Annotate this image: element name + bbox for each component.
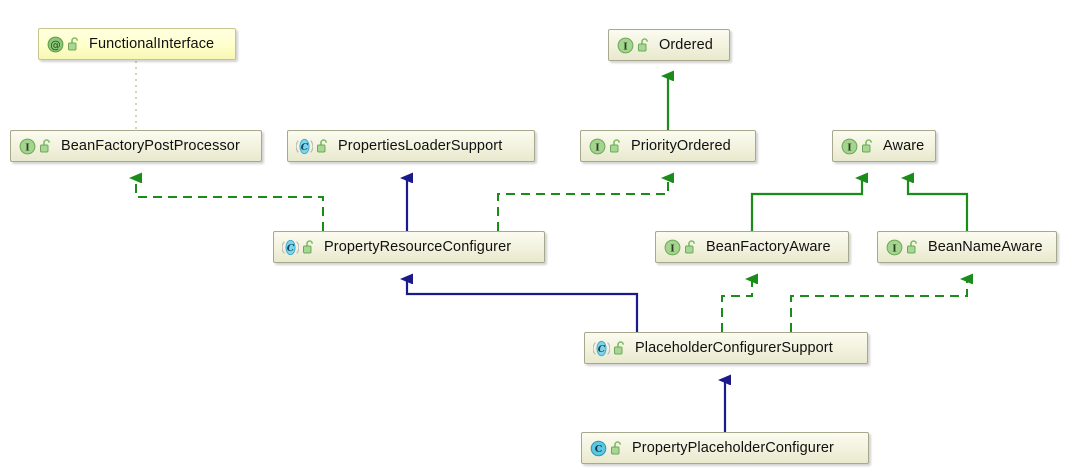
annotation-at-icon: @ [47, 36, 64, 53]
uml-node-properties-loader-support[interactable]: C PropertiesLoaderSupport [287, 130, 535, 162]
uml-node-label: Aware [883, 137, 925, 154]
interface-i-icon: I [664, 239, 681, 256]
edge-pcs-extends-prc [407, 279, 639, 332]
interface-i-icon: I [841, 138, 858, 155]
uml-node-label: Ordered [659, 36, 713, 53]
public-unlocked-icon [67, 36, 82, 52]
edge-bfa-extends-aware [750, 178, 862, 231]
public-unlocked-icon [861, 138, 876, 154]
uml-node-bean-factory-aware[interactable]: I BeanFactoryAware [655, 231, 849, 263]
edge-pcs-implements-bfa [721, 279, 752, 332]
uml-node-priority-ordered[interactable]: I PriorityOrdered [580, 130, 756, 162]
uml-node-label: FunctionalInterface [89, 35, 215, 52]
svg-text:I: I [892, 243, 897, 254]
uml-node-property-placeholder-configurer[interactable]: C PropertyPlaceholderConfigurer [581, 432, 869, 464]
edge-bna-extends-aware [908, 178, 969, 231]
uml-node-label: BeanFactoryPostProcessor [61, 137, 240, 154]
class-c-icon: C [593, 340, 610, 357]
uml-node-bean-name-aware[interactable]: I BeanNameAware [877, 231, 1057, 263]
uml-node-label: PriorityOrdered [631, 137, 731, 154]
uml-node-functional-interface[interactable]: @ FunctionalInterface [38, 28, 236, 60]
uml-node-ordered[interactable]: I Ordered [608, 29, 730, 61]
public-unlocked-icon [613, 340, 628, 356]
interface-i-icon: I [617, 37, 634, 54]
interface-i-icon: I [19, 138, 36, 155]
svg-text:C: C [598, 344, 606, 355]
class-c-icon: C [590, 440, 607, 457]
public-unlocked-icon [609, 138, 624, 154]
uml-node-label: PropertyResourceConfigurer [324, 238, 512, 255]
public-unlocked-icon [302, 239, 317, 255]
uml-node-property-resource-configurer[interactable]: C PropertyResourceConfigurer [273, 231, 545, 263]
uml-node-label: PlaceholderConfigurerSupport [635, 339, 833, 356]
uml-node-label: BeanFactoryAware [706, 238, 831, 255]
svg-text:I: I [595, 142, 600, 153]
edge-prc-implements-po [497, 178, 668, 231]
svg-text:@: @ [50, 39, 61, 51]
svg-text:C: C [287, 243, 295, 254]
public-unlocked-icon [684, 239, 699, 255]
class-c-icon: C [296, 138, 313, 155]
class-c-icon: C [282, 239, 299, 256]
uml-node-label: PropertiesLoaderSupport [338, 137, 503, 154]
uml-node-label: PropertyPlaceholderConfigurer [632, 439, 834, 456]
svg-text:I: I [670, 243, 675, 254]
edge-prc-implements-bfpp [136, 178, 324, 231]
uml-node-bean-factory-post-processor[interactable]: I BeanFactoryPostProcessor [10, 130, 262, 162]
public-unlocked-icon [906, 239, 921, 255]
interface-i-icon: I [886, 239, 903, 256]
interface-i-icon: I [589, 138, 606, 155]
uml-node-aware[interactable]: I Aware [832, 130, 936, 162]
public-unlocked-icon [637, 37, 652, 53]
svg-text:I: I [847, 142, 852, 153]
svg-text:I: I [623, 41, 628, 52]
uml-node-placeholder-configurer-support[interactable]: C PlaceholderConfigurerSupport [584, 332, 868, 364]
svg-text:I: I [25, 142, 30, 153]
svg-text:C: C [595, 444, 603, 455]
svg-text:C: C [301, 142, 309, 153]
public-unlocked-icon [610, 440, 625, 456]
public-unlocked-icon [39, 138, 54, 154]
uml-node-label: BeanNameAware [928, 238, 1043, 255]
edge-pcs-implements-bna [790, 279, 967, 332]
public-unlocked-icon [316, 138, 331, 154]
